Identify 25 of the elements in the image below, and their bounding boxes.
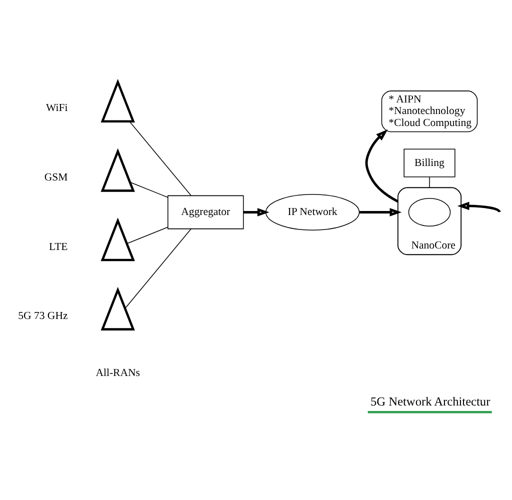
cluster: NanoCore: [396, 187, 462, 256]
connector: [129, 182, 168, 198]
node-ellipse: IP Network: [264, 194, 360, 230]
node-box: Aggregator: [167, 195, 244, 230]
arrow: [359, 208, 402, 216]
node-ellipse: [408, 198, 450, 226]
node-box: * AIPN *Nanotechnology *Cloud Computing: [380, 90, 478, 132]
node-picture: [100, 286, 134, 330]
node-picture: [100, 79, 134, 123]
node-picture: [100, 148, 134, 192]
connector: [428, 176, 430, 188]
diagram-title: 5G Network Architectur: [370, 394, 490, 408]
arrow: [364, 129, 398, 203]
label: All-RANs: [95, 367, 140, 380]
node-label: 5G 73 GHz: [18, 310, 68, 322]
connector: [126, 226, 168, 244]
arrow: [243, 208, 269, 216]
node-label: WiFi: [46, 102, 68, 114]
node-label: LTE: [48, 240, 68, 253]
arrow: [456, 202, 500, 213]
node-picture: [100, 218, 134, 262]
node-label: GSM: [44, 171, 68, 184]
node-box: Billing: [403, 148, 455, 178]
connector: [124, 228, 191, 309]
connector: [128, 121, 191, 196]
